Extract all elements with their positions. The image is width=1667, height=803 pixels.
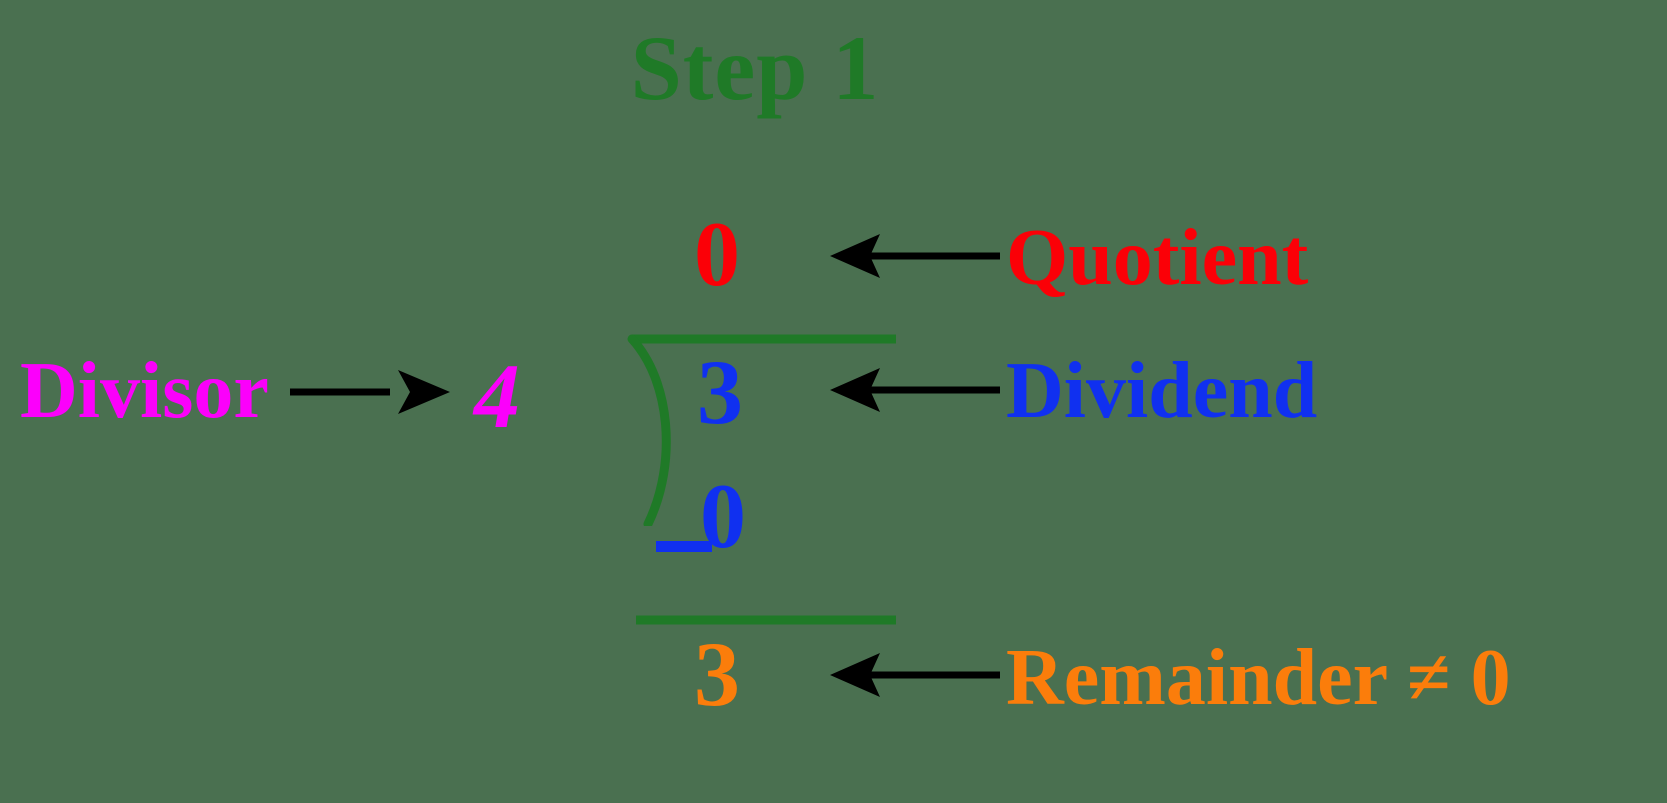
minus-sign <box>656 541 712 552</box>
remainder-value: 3 <box>694 623 740 725</box>
left-arrow-icon-remainder <box>830 653 1000 697</box>
divisor-label: Divisor <box>20 347 269 435</box>
subtrahend-value: 0 <box>700 465 746 567</box>
dividend-label: Dividend <box>1006 347 1318 435</box>
left-arrow-icon-dividend <box>830 368 1000 412</box>
quotient-label: Quotient <box>1006 214 1309 302</box>
division-bottom-rule <box>636 615 896 625</box>
left-arrow-icon-quotient <box>830 234 1000 278</box>
dividend-value: 3 <box>697 341 743 443</box>
division-bracket <box>627 334 896 526</box>
step-title: Step 1 <box>630 17 880 119</box>
remainder-label: Remainder ≠ 0 <box>1006 634 1511 722</box>
divisor-value: 4 <box>474 345 520 447</box>
quotient-value: 0 <box>694 203 740 305</box>
right-arrow-icon-divisor <box>290 370 450 414</box>
